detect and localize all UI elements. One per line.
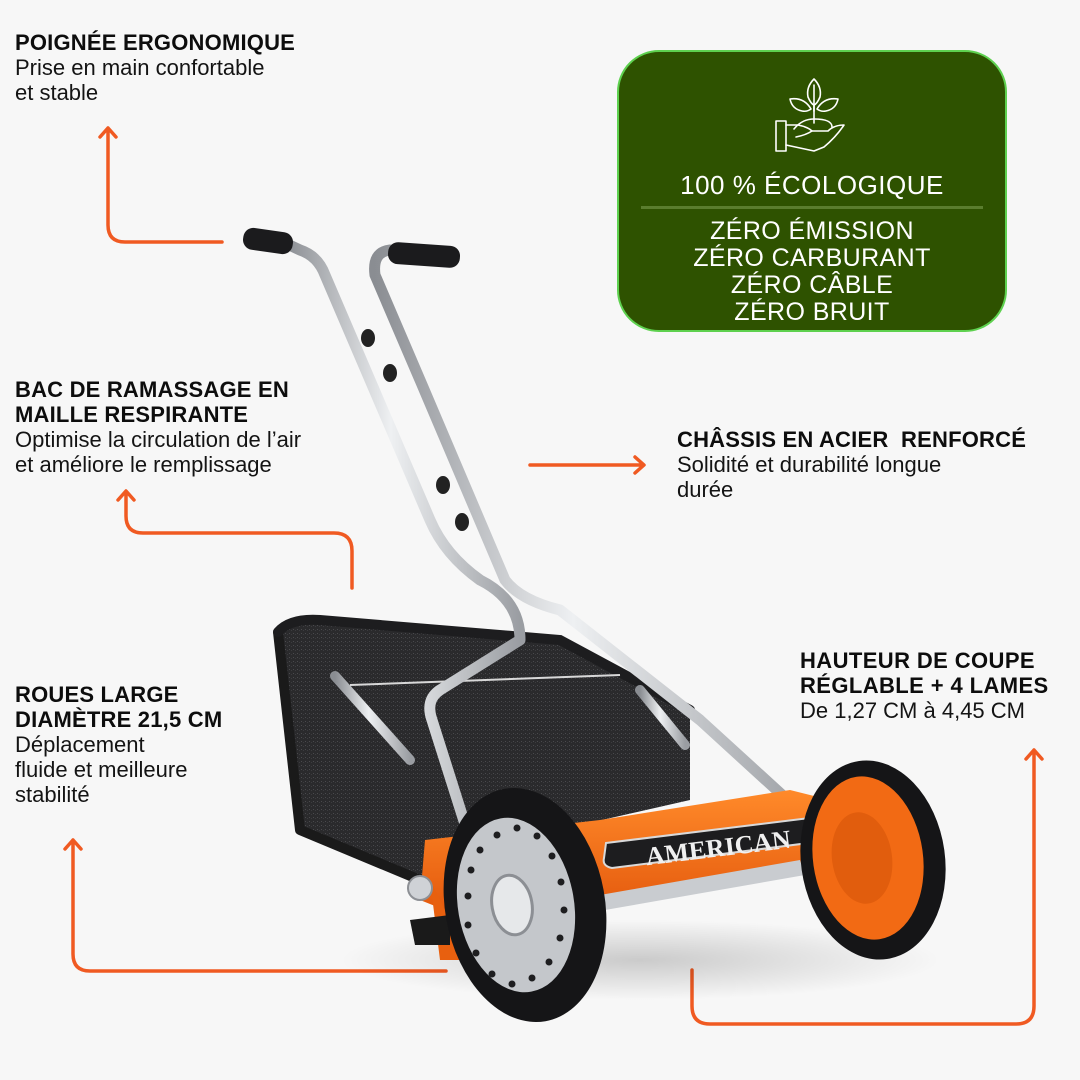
feature-cut-height: HAUTEUR DE COUPE RÉGLABLE + 4 LAMES De 1…	[800, 648, 1080, 723]
arrow-basket	[116, 489, 354, 590]
hand-plant-icon	[775, 78, 845, 152]
arrow-chassis	[528, 455, 646, 475]
feature-description: Déplacement fluide et meilleure stabilit…	[15, 732, 188, 807]
feature-title: ROUES LARGE DIAMÈTRE 21,5 CM	[15, 682, 223, 732]
arrow-wheels	[63, 838, 448, 973]
feature-title: HAUTEUR DE COUPE RÉGLABLE + 4 LAMES	[800, 648, 1049, 698]
arrow-height	[690, 748, 1044, 1026]
arrow-handle	[98, 126, 224, 244]
feature-ergonomic-handle: POIGNÉE ERGONOMIQUE Prise en main confor…	[15, 30, 355, 105]
feature-steel-chassis: CHÂSSIS EN ACIER RENFORCÉ Solidité et du…	[677, 427, 1077, 502]
eco-item: ZÉRO CÂBLE	[730, 271, 894, 299]
eco-item: ZÉRO CARBURANT	[693, 244, 931, 272]
feature-description: Prise en main confortable et stable	[15, 55, 265, 105]
callout-arrows	[63, 126, 1044, 1026]
feature-description: Optimise la circulation de l’air et amél…	[15, 427, 302, 477]
feature-title: POIGNÉE ERGONOMIQUE	[15, 30, 296, 55]
eco-badge: 100 % ÉCOLOGIQUE ZÉRO ÉMISSION ZÉRO CARB…	[617, 50, 1007, 332]
feature-description: Solidité et durabilité longue durée	[677, 452, 942, 502]
eco-item: ZÉRO BRUIT	[734, 298, 890, 326]
feature-title: CHÂSSIS EN ACIER RENFORCÉ	[677, 427, 1027, 452]
feature-title: BAC DE RAMASSAGE EN MAILLE RESPIRANTE	[15, 377, 289, 427]
eco-benefits-list: ZÉRO ÉMISSION ZÉRO CARBURANT ZÉRO CÂBLE …	[619, 218, 1005, 326]
feature-description: De 1,27 CM à 4,45 CM	[800, 698, 1025, 723]
feature-large-wheels: ROUES LARGE DIAMÈTRE 21,5 CM Déplacement…	[15, 682, 275, 807]
feature-mesh-basket: BAC DE RAMASSAGE EN MAILLE RESPIRANTE Op…	[15, 377, 395, 477]
eco-item: ZÉRO ÉMISSION	[710, 217, 914, 245]
lawn-mower-image	[243, 227, 946, 1023]
divider	[641, 206, 983, 209]
eco-title: 100 % ÉCOLOGIQUE	[680, 170, 944, 200]
